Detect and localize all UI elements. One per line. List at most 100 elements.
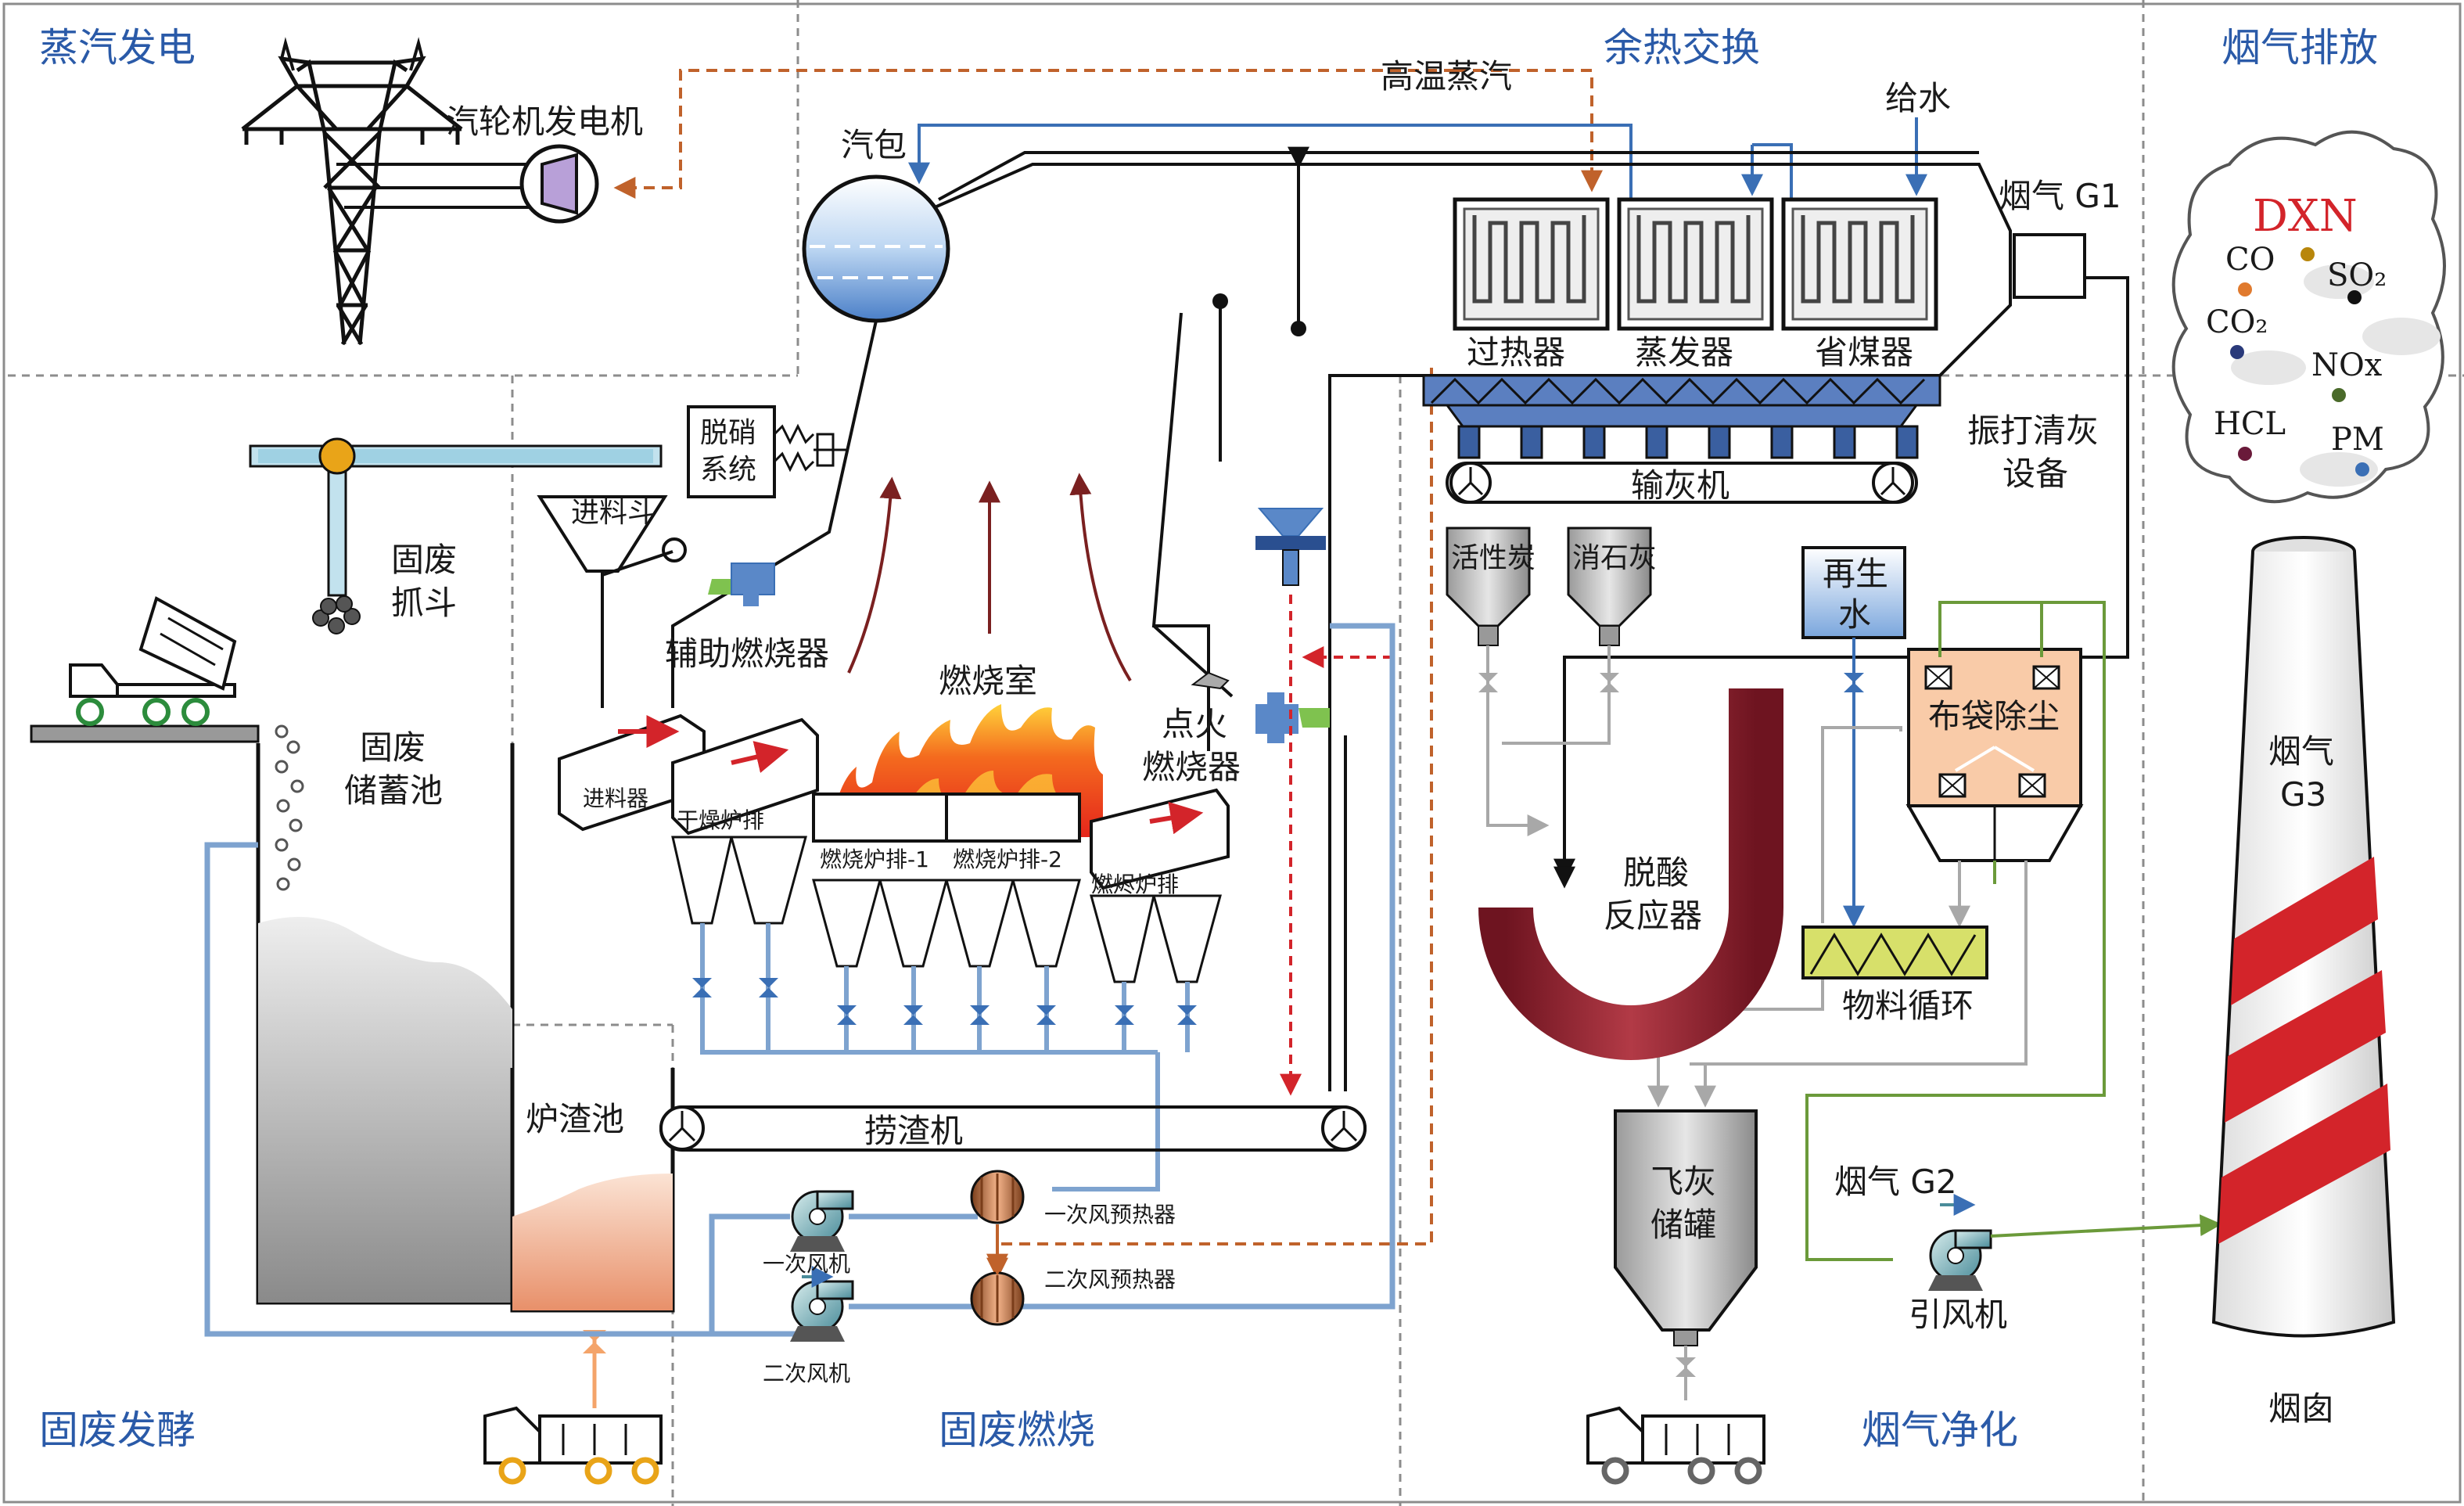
evaporator-icon bbox=[1617, 197, 1774, 331]
slag-pool-label: 炉渣池 bbox=[526, 1100, 624, 1138]
fly-ash-truck bbox=[1586, 1406, 1765, 1485]
zone-title-flue-emission: 烟气排放 bbox=[2222, 25, 2378, 70]
slag-remover-belt bbox=[659, 1105, 1367, 1152]
falling-waste-dots bbox=[275, 724, 304, 891]
steam-drum-icon bbox=[802, 174, 950, 323]
dry-grate-label: 干燥炉排 bbox=[677, 807, 764, 833]
preheater-1-label: 一次风预热器 bbox=[1044, 1202, 1176, 1227]
recycle-label: 物料循环 bbox=[1842, 987, 1974, 1025]
feed-hopper bbox=[537, 495, 687, 708]
dump-truck bbox=[30, 596, 260, 743]
superheater-label: 过热器 bbox=[1467, 333, 1565, 372]
zone-title-waste-burn: 固废燃烧 bbox=[939, 1407, 1095, 1453]
hot-steam-label: 高温蒸汽 bbox=[1381, 57, 1512, 95]
chimney-label: 烟囱 bbox=[2268, 1389, 2334, 1428]
primary-air-valves bbox=[692, 978, 1197, 1025]
fan-2-label: 二次风机 bbox=[763, 1360, 850, 1386]
pollutant-dxn: DXN bbox=[2253, 191, 2358, 242]
ash-conveyor-belt bbox=[1446, 462, 1918, 504]
burn-grate-1-label: 燃烧炉排-1 bbox=[820, 846, 929, 872]
turbine-label: 汽轮机发电机 bbox=[446, 102, 643, 141]
rapping-cleaner bbox=[1422, 374, 1941, 459]
flue-g1-outlet bbox=[1553, 233, 2129, 881]
zone-title-steam-power: 蒸汽发电 bbox=[39, 25, 196, 70]
ash-return-lines bbox=[1647, 726, 2028, 1108]
ember-grate-label: 燃烬炉排 bbox=[1091, 872, 1179, 897]
denox-label-1: 脱硝 bbox=[700, 417, 756, 449]
lime-silo bbox=[1567, 527, 1652, 646]
flue-g3-label-2: G3 bbox=[2280, 775, 2326, 814]
secondary-fan-icon bbox=[790, 1266, 854, 1342]
regen-water-label-2: 水 bbox=[1838, 595, 1871, 634]
fly-ash-label-1: 飞灰 bbox=[1650, 1163, 1716, 1201]
grab-label-1: 固废 bbox=[391, 541, 457, 579]
secondary-preheater-icon bbox=[970, 1271, 1025, 1326]
fly-ash-label-2: 储罐 bbox=[1650, 1206, 1716, 1244]
pollutant-co: CO bbox=[2225, 242, 2275, 278]
bag-filter-clean-lines bbox=[1805, 601, 2106, 1261]
flue-g2-label: 烟气 G2 bbox=[1834, 1163, 1957, 1201]
hot-steam-line bbox=[613, 69, 1603, 1280]
grab-crane bbox=[249, 437, 663, 634]
slag-truck bbox=[483, 1330, 663, 1485]
zone-title-waste-ferment: 固废发酵 bbox=[39, 1407, 196, 1453]
ignition-label-2: 燃烧器 bbox=[1142, 748, 1241, 786]
water-lines bbox=[908, 117, 1927, 199]
drum-label: 汽包 bbox=[841, 126, 907, 164]
aux-burner-label: 辅助燃烧器 bbox=[665, 634, 829, 673]
aux-burner-icon bbox=[708, 563, 775, 606]
flue-flow-arrows bbox=[847, 473, 1132, 682]
pollutant-pm: PM bbox=[2331, 422, 2384, 458]
slag-remover-label: 捞渣机 bbox=[864, 1112, 963, 1150]
turbine-generator-icon bbox=[519, 144, 599, 224]
rapping-label-2: 设备 bbox=[2002, 455, 2068, 493]
denox-nozzle bbox=[773, 423, 849, 473]
induced-fan-label: 引风机 bbox=[1909, 1296, 2007, 1334]
preheater-2-label: 二次风预热器 bbox=[1044, 1267, 1176, 1292]
furnace-label: 燃烧室 bbox=[939, 662, 1037, 700]
hopper-label: 进料斗 bbox=[571, 497, 656, 529]
ignition-label-1: 点火 bbox=[1162, 705, 1227, 743]
pool-label-1: 固废 bbox=[360, 728, 426, 767]
flue-g3-label-1: 烟气 bbox=[2268, 732, 2334, 771]
cyclone-separator bbox=[1255, 508, 1326, 586]
induced-fan-icon bbox=[1928, 1194, 1992, 1291]
secondary-air-line bbox=[1280, 595, 1392, 1096]
ash-conveyor-label: 输灰机 bbox=[1631, 466, 1729, 505]
deacid-label-2: 反应器 bbox=[1604, 897, 1702, 935]
grab-label-2: 抓斗 bbox=[391, 584, 457, 622]
denox-label-2: 系统 bbox=[700, 454, 756, 486]
pollutant-co2: CO₂ bbox=[2206, 304, 2268, 340]
feeder-label: 进料器 bbox=[583, 785, 648, 811]
chimney-icon bbox=[2211, 536, 2396, 1338]
carbon-label: 活性炭 bbox=[1451, 542, 1536, 574]
primary-preheater-icon bbox=[970, 1170, 1025, 1224]
bag-filter-label: 布袋除尘 bbox=[1928, 697, 2060, 735]
regen-water-tank bbox=[1801, 546, 1906, 639]
power-lines bbox=[336, 163, 540, 209]
waste-pool bbox=[256, 743, 515, 1305]
valve-dot bbox=[1212, 293, 1228, 309]
bag-filter bbox=[1905, 648, 2084, 862]
regen-water-valve bbox=[1844, 673, 1864, 692]
reagent-lines bbox=[1486, 645, 1611, 836]
pollutant-cloud bbox=[2171, 130, 2446, 504]
burn-grate-2-label: 燃烧炉排-2 bbox=[953, 846, 1062, 872]
valve-dot bbox=[1291, 321, 1306, 336]
deacid-label-1: 脱酸 bbox=[1623, 854, 1689, 892]
regen-water-label-1: 再生 bbox=[1823, 555, 1888, 593]
reagent-valves bbox=[1478, 673, 1619, 692]
pool-label-2: 储蓄池 bbox=[344, 771, 443, 810]
material-recycle-conveyor bbox=[1801, 926, 1988, 979]
flue-g1-label: 烟气 G1 bbox=[1999, 177, 2121, 215]
deacid-reactor-icon bbox=[1478, 688, 1783, 1060]
grate-direction-arrows bbox=[618, 715, 1204, 835]
zone-title-flue-clean: 烟气净化 bbox=[1862, 1407, 2018, 1453]
rapping-label-1: 振打清灰 bbox=[1967, 412, 2099, 450]
grate-hoppers bbox=[671, 836, 1222, 983]
zone-title-heat-exchange: 余热交换 bbox=[1604, 25, 1760, 70]
slag-pool bbox=[510, 1068, 675, 1313]
denox-box bbox=[687, 405, 776, 498]
feed-water-label: 给水 bbox=[1885, 79, 1951, 117]
